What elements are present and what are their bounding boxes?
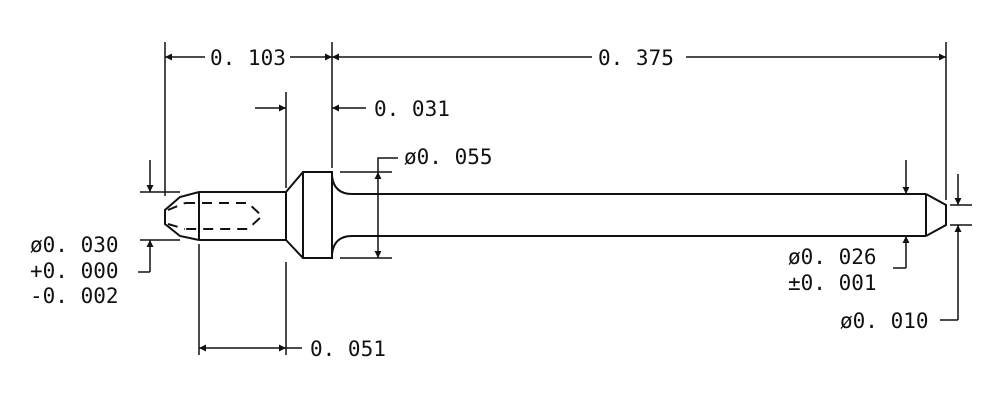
shank-end: [925, 193, 947, 237]
dim-flange-width: 0. 031: [255, 97, 450, 121]
dim-shank-diameter-label: ø0. 026: [788, 245, 877, 269]
fillet-bottom: [331, 235, 353, 255]
dim-shank-diameter: ø0. 026 ±0. 001: [788, 160, 910, 295]
fillet-top: [331, 175, 353, 195]
dim-flange-diameter: ø0. 055: [374, 145, 493, 258]
dim-tip-tol-minus: -0. 002: [30, 284, 119, 308]
pin-outline: [164, 171, 947, 259]
dim-tip-length-label: 0. 051: [310, 337, 386, 361]
tip-nose: [164, 191, 200, 241]
dim-flange-width-label: 0. 031: [374, 97, 450, 121]
dim-tip-length: 0. 051: [199, 337, 386, 361]
dim-total-length-label: 0. 375: [598, 46, 674, 70]
dim-flange-diameter-label: ø0. 055: [404, 145, 493, 169]
dim-tip-diameter: ø0. 030 +0. 000 -0. 002: [30, 160, 154, 308]
hidden-bore: [185, 202, 264, 230]
flange: [285, 171, 333, 259]
dim-end-diameter-label: ø0. 010: [840, 309, 929, 333]
dim-head-length-label: 0. 103: [210, 46, 286, 70]
dim-head-length: 0. 103: [165, 46, 332, 70]
dim-tip-diameter-label: ø0. 030: [30, 233, 119, 257]
dim-end-diameter: ø0. 010: [840, 174, 962, 333]
dim-total-length: 0. 375: [332, 46, 946, 70]
hidden-bore-chamfer: [167, 202, 186, 230]
dim-tip-tol-plus: +0. 000: [30, 259, 119, 283]
dim-shank-tol: ±0. 001: [788, 271, 877, 295]
